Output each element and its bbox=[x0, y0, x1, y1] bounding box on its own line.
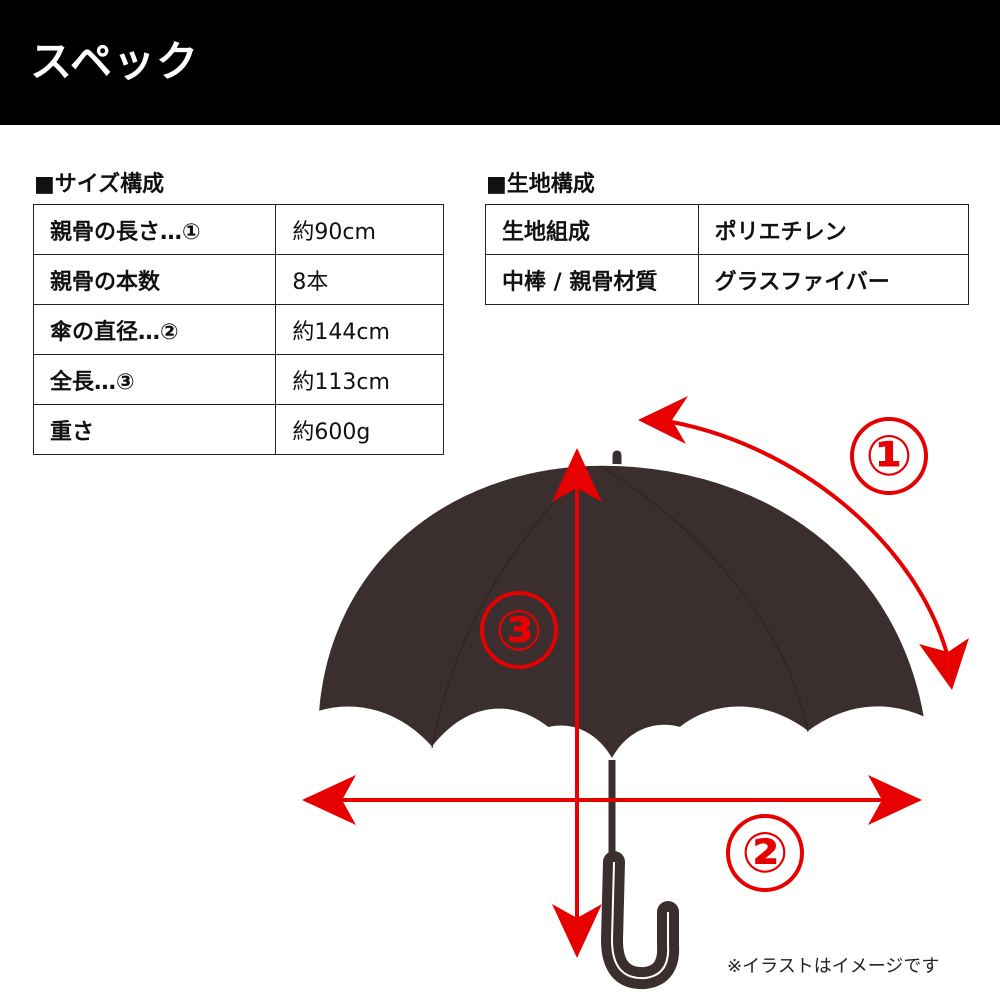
marker-circle bbox=[726, 814, 804, 892]
spec-label: 中棒 / 親骨材質 bbox=[485, 254, 699, 305]
spec-value: 8本 bbox=[275, 254, 444, 305]
umbrella-handle bbox=[600, 851, 680, 990]
arrow-head-up bbox=[552, 448, 602, 502]
arrow-head-curve-end bbox=[919, 638, 969, 690]
rib-length-arrow bbox=[659, 418, 952, 666]
spec-value: ポリエチレン bbox=[697, 204, 970, 255]
umbrella-handle-inner bbox=[610, 861, 670, 980]
size-spec-table: 親骨の長さ…① 約90cm 親骨の本数 8本 傘の直径…② 約144cm 全長…… bbox=[32, 204, 444, 455]
arrow-head-down bbox=[552, 904, 602, 958]
spec-value: 約90cm bbox=[275, 204, 444, 255]
page-title: スペック bbox=[30, 37, 200, 86]
spec-value: グラスファイバー bbox=[697, 254, 970, 305]
spec-value: 約600g bbox=[275, 404, 444, 455]
spec-label: 重さ bbox=[32, 404, 277, 455]
header-bar: スペック bbox=[0, 0, 1000, 125]
spec-label: 親骨の長さ…① bbox=[32, 204, 277, 255]
arrow-head-curve-start bbox=[638, 396, 688, 444]
table-row: 親骨の長さ…① 約90cm bbox=[32, 204, 444, 255]
arrow-head-left bbox=[302, 775, 356, 825]
arrow-head-right bbox=[868, 775, 922, 825]
illustration-note: ※イラストはイメージです bbox=[727, 956, 940, 977]
spec-label: 全長…③ bbox=[32, 354, 277, 405]
marker-rib-length: ① bbox=[865, 424, 912, 489]
marker-total-length: ③ bbox=[495, 599, 542, 664]
canopy-rib bbox=[431, 465, 591, 749]
spec-label: 傘の直径…② bbox=[32, 304, 277, 355]
size-section-title: ■サイズ構成 bbox=[34, 172, 165, 197]
fabric-section-title: ■生地構成 bbox=[486, 172, 595, 197]
spec-label: 生地組成 bbox=[485, 204, 699, 255]
table-row: 中棒 / 親骨材質 グラスファイバー bbox=[485, 254, 970, 305]
marker-circle bbox=[850, 417, 928, 495]
table-row: 全長…③ 約113cm bbox=[32, 354, 444, 405]
marker-diameter: ② bbox=[741, 821, 788, 886]
spec-value: 約144cm bbox=[275, 304, 444, 355]
umbrella-canopy bbox=[316, 463, 927, 763]
table-row: 生地組成 ポリエチレン bbox=[485, 204, 970, 255]
table-row: 傘の直径…② 約144cm bbox=[32, 304, 444, 355]
marker-circle bbox=[480, 591, 558, 669]
fabric-spec-table: 生地組成 ポリエチレン 中棒 / 親骨材質 グラスファイバー bbox=[485, 204, 970, 305]
canopy-rib bbox=[599, 465, 809, 733]
table-row: 重さ 約600g bbox=[32, 404, 444, 455]
